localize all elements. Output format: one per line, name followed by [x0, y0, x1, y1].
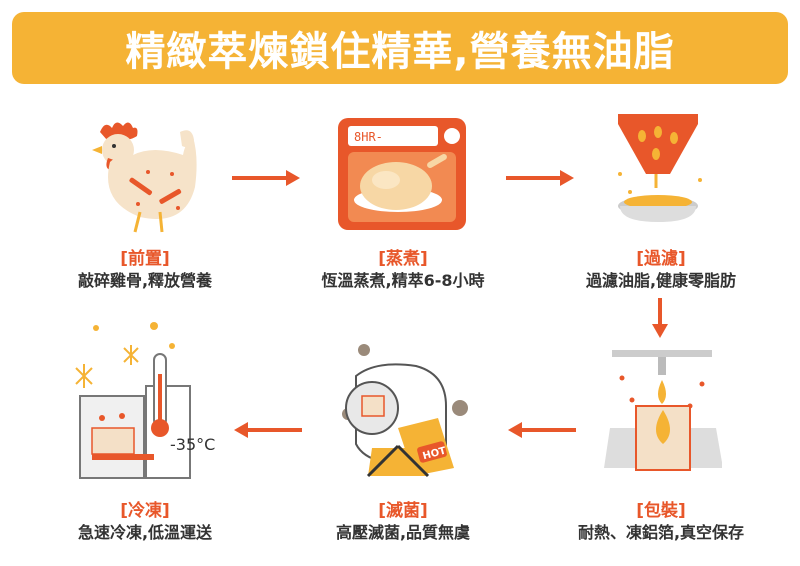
step-sterilize: [滅菌] 高壓滅菌,品質無虞: [288, 500, 518, 544]
oven-icon: 8HR-: [338, 118, 466, 230]
step-label: [蒸煮]: [378, 249, 428, 269]
step-label: [過濾]: [636, 249, 686, 269]
arrow-left-icon: [234, 422, 302, 438]
step-desc: 高壓滅菌,品質無虞: [335, 523, 471, 542]
step-label: [前置]: [120, 249, 170, 269]
arrow-right-icon: [232, 170, 300, 186]
freezer-temp: -35°C: [170, 435, 215, 454]
freezer-icon: -35°C: [75, 322, 215, 479]
package-icon: [604, 350, 722, 471]
arrow-right-icon: [506, 170, 574, 186]
chicken-icon: [92, 122, 197, 233]
step-desc: 過濾油脂,健康零脂肪: [585, 271, 737, 290]
step-steam: [蒸煮] 恆溫蒸煮,精萃6-8小時: [288, 248, 518, 292]
arrow-down-icon: [652, 298, 668, 338]
step-pack: [包裝] 耐熱、凍鋁箔,真空保存: [546, 500, 776, 544]
page-title: 精緻萃煉鎖住精華,營養無油脂: [125, 29, 675, 75]
step-label: [包裝]: [636, 501, 686, 521]
step-filter: [過濾] 過濾油脂,健康零脂肪: [546, 248, 776, 292]
title-banner: 精緻萃煉鎖住精華,營養無油脂: [12, 12, 788, 84]
step-desc: 敲碎雞骨,釋放營養: [77, 271, 213, 290]
sterilizer-icon: HOT: [342, 344, 468, 478]
step-desc: 急速冷凍,低溫運送: [77, 523, 213, 542]
filter-icon: [618, 114, 702, 222]
step-label: [冷凍]: [120, 501, 170, 521]
step-desc: 耐熱、凍鋁箔,真空保存: [577, 523, 745, 542]
step-prep: [前置] 敲碎雞骨,釋放營養: [30, 248, 260, 292]
step-desc: 恆溫蒸煮,精萃6-8小時: [321, 271, 485, 290]
arrow-left-icon: [508, 422, 576, 438]
oven-display: 8HR-: [354, 130, 383, 144]
step-freeze: [冷凍] 急速冷凍,低溫運送: [30, 500, 260, 544]
step-label: [滅菌]: [378, 501, 428, 521]
